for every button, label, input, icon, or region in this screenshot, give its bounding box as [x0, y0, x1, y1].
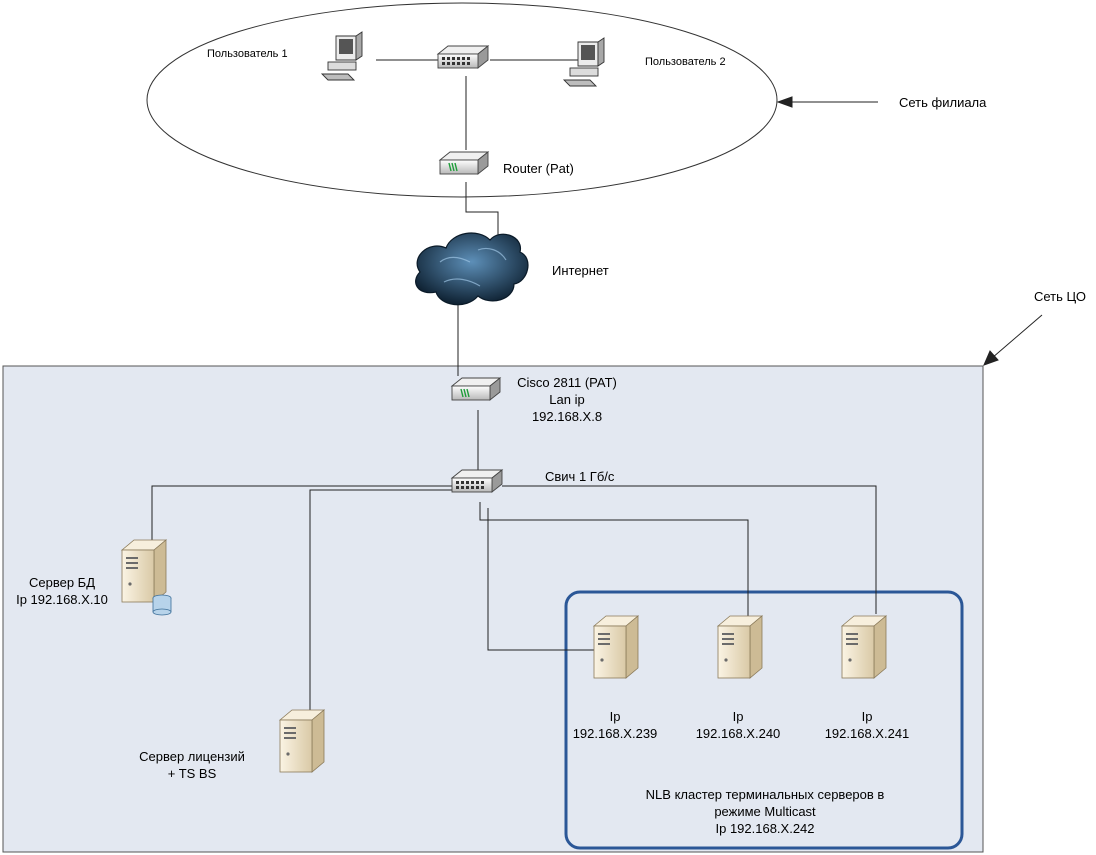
ts-server-241-icon: [841, 615, 887, 679]
branch-router-icon: [439, 151, 489, 175]
cisco-ip: 192.168.X.8: [531, 409, 603, 424]
nlb-cluster-caption: NLB кластер терминальных серверов в режи…: [600, 786, 930, 837]
nlb-cluster-title: NLB кластер терминальных серверов в: [645, 787, 885, 802]
branch-switch-icon: [437, 45, 489, 69]
ts-server-241-label: Ip 192.168.X.241: [812, 708, 922, 742]
ts-server-241-prefix: Ip: [861, 709, 873, 724]
branch-router-label: Router (Pat): [503, 161, 574, 176]
cisco-router-label: Cisco 2811 (PAT) Lan ip 192.168.X.8: [512, 374, 622, 425]
ts-server-239-ip: 192.168.X.239: [572, 726, 658, 741]
nlb-cluster-ip: Ip 192.168.X.242: [715, 821, 815, 836]
cisco-lan-label: Lan ip: [549, 392, 585, 407]
ts-server-239-icon: [593, 615, 639, 679]
central-network-label: Сеть ЦО: [1034, 289, 1086, 304]
core-switch-icon: [451, 469, 503, 493]
license-server-extra: + TS BS: [167, 766, 217, 781]
license-server-label: Сервер лицензий + TS BS: [124, 748, 260, 782]
user2-label: Пользователь 2: [645, 56, 726, 68]
internet-cloud-icon: [415, 232, 529, 306]
nlb-cluster-box: [564, 590, 964, 850]
ts-server-239-prefix: Ip: [609, 709, 621, 724]
db-server-ip: Ip 192.168.X.10: [16, 592, 108, 607]
arrows: [776, 96, 1043, 366]
db-server-name: Сервер БД: [28, 575, 95, 590]
nlb-cluster-mode: режиме Multicast: [714, 804, 816, 819]
database-icon: [152, 594, 172, 616]
license-server-name: Сервер лицензий: [139, 749, 245, 764]
ts-server-241-ip: 192.168.X.241: [824, 726, 910, 741]
db-server-label: Сервер БД Ip 192.168.X.10: [4, 574, 120, 608]
ts-server-240-ip: 192.168.X.240: [695, 726, 781, 741]
cisco-router-icon: [451, 377, 501, 401]
ts-server-240-prefix: Ip: [732, 709, 744, 724]
internet-label: Интернет: [552, 263, 609, 278]
ts-server-239-label: Ip 192.168.X.239: [560, 708, 670, 742]
branch-network-label: Сеть филиала: [899, 95, 987, 110]
user1-label: Пользователь 1: [207, 48, 288, 60]
core-switch-label: Свич 1 Гб/с: [545, 469, 615, 484]
branch-network-ellipse: [146, 2, 778, 198]
connection-lines: [151, 59, 877, 710]
ts-server-240-icon: [717, 615, 763, 679]
license-server-icon: [279, 709, 325, 773]
ts-server-240-label: Ip 192.168.X.240: [683, 708, 793, 742]
db-server-icon: [121, 539, 167, 603]
cisco-model: Cisco 2811 (PAT): [517, 375, 617, 390]
